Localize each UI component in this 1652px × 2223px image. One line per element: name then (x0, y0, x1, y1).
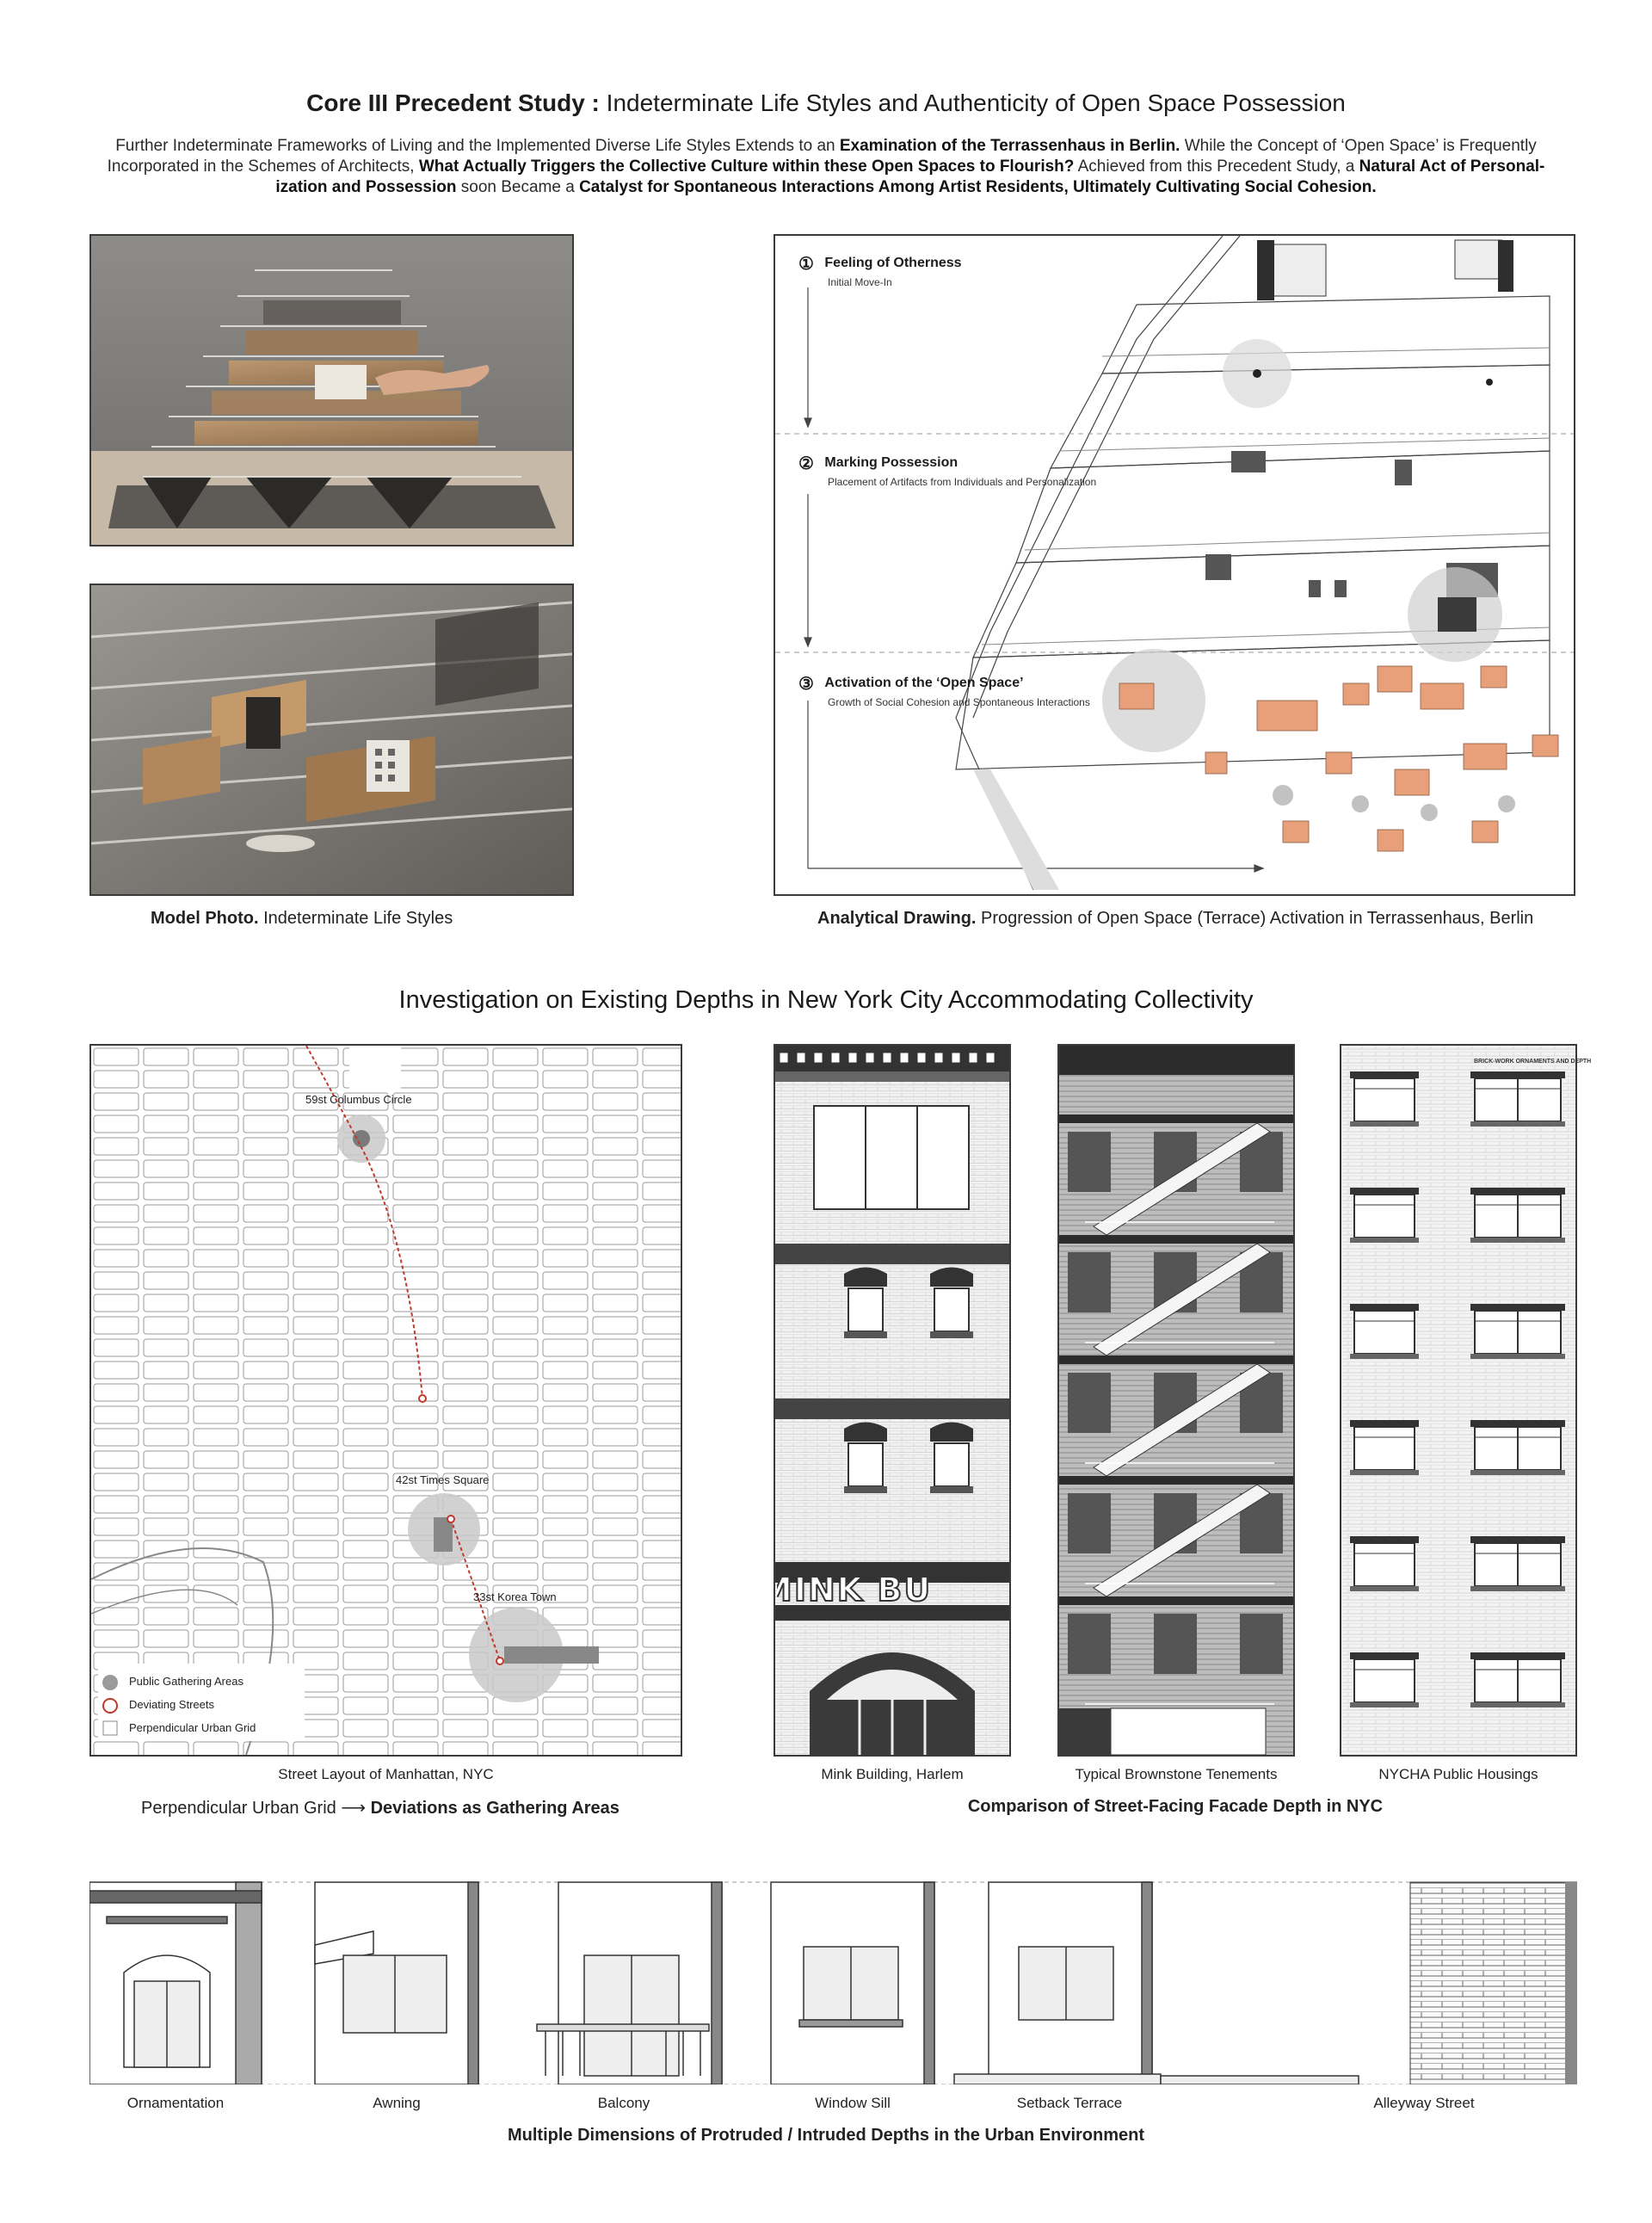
intro-text: Further Indeterminate Frameworks of Livi… (115, 137, 840, 155)
step-subtitle: Growth of Social Cohesion and Spontaneou… (828, 696, 1090, 708)
facade-brownstone-drawing (1059, 1046, 1293, 1755)
facade-mink (774, 1044, 1011, 1757)
terrace-drawing (775, 236, 1574, 891)
model-photo-2-illustration (91, 585, 572, 894)
depth-label-setback-terrace: Setback Terrace (1016, 2095, 1123, 2111)
page-title: Core III Precedent Study : Indeterminate… (0, 90, 1652, 117)
step-2: ② Marking Possession Placement of Artifa… (798, 453, 1096, 490)
model-caption-text: Indeterminate Life Styles (258, 909, 453, 928)
facade-caption-mink: Mink Building, Harlem (821, 1766, 964, 1782)
model-photo-1 (89, 234, 574, 546)
step-1: ① Feeling of Otherness Initial Move-In (798, 253, 962, 290)
mink-sign-text: MINK BU (777, 1572, 933, 1607)
depth-label-alleyway: Alleyway Street (1373, 2095, 1475, 2111)
facade-comparison-caption: Comparison of Street-Facing Facade Depth… (967, 1797, 1384, 1816)
analysis-caption-bold: Analytical Drawing. (817, 909, 977, 928)
facade-nycha (1340, 1044, 1577, 1757)
facade-nycha-drawing (1341, 1046, 1575, 1755)
section-title: Investigation on Existing Depths in New … (398, 986, 1254, 1014)
model-caption-bold: Model Photo. (151, 909, 259, 928)
depth-label-awning: Awning (373, 2095, 421, 2111)
step-number: ② (798, 454, 814, 473)
step-title: Marking Possession (824, 455, 959, 470)
map-caption: Street Layout of Manhattan, NYC (278, 1766, 494, 1782)
depth-strip-drawing (89, 1881, 1578, 2085)
title-rest: Indeterminate Life Styles and Authentici… (599, 90, 1346, 116)
depth-label-ornamentation: Ornamentation (126, 2095, 225, 2111)
depth-label-balcony: Balcony (597, 2095, 650, 2111)
map-label-columbus: 59st Columbus Circle (305, 1093, 412, 1106)
model-photo-1-illustration (91, 236, 572, 545)
analytical-drawing (774, 234, 1575, 896)
model-caption: Model Photo. Indeterminate Life Styles (151, 909, 453, 929)
step-number: ① (798, 255, 814, 274)
intro-text: Incorporated in the Schemes of Architect… (107, 157, 419, 176)
intro-text: soon Became a (456, 178, 580, 196)
intro-paragraph: Further Indeterminate Frameworks of Livi… (83, 136, 1569, 198)
step-subtitle: Initial Move-In (828, 276, 892, 288)
legend-gathering: Public Gathering Areas (129, 1675, 243, 1688)
model-photo-2 (89, 584, 574, 896)
step-subtitle: Placement of Artifacts from Individuals … (828, 476, 1097, 488)
depth-strip (89, 1878, 1578, 2085)
intro-bold: Examination of the Terrassenhaus in Berl… (839, 137, 1180, 155)
depth-label-window-sill: Window Sill (815, 2095, 891, 2111)
title-bold: Core III Precedent Study : (306, 90, 600, 116)
step-title: Feeling of Otherness (824, 256, 962, 270)
map-label-times: 42st Times Square (396, 1473, 490, 1486)
map-subcaption-bold: Deviations as Gathering Areas (370, 1799, 620, 1818)
map-label-korea: 33st Korea Town (473, 1590, 557, 1603)
intro-text: Achieved from this Precedent Study, a (1074, 157, 1359, 176)
intro-text: While the Concept of ‘Open Space’ is Fre… (1180, 137, 1537, 155)
legend-deviating: Deviating Streets (129, 1698, 214, 1711)
facade-caption-nycha: NYCHA Public Housings (1378, 1766, 1538, 1782)
step-title: Activation of the ‘Open Space’ (824, 676, 1024, 690)
intro-bold: What Actually Triggers the Collective Cu… (418, 157, 1075, 176)
facade-caption-brownstone: Typical Brownstone Tenements (1075, 1766, 1278, 1782)
step-number: ③ (798, 675, 814, 694)
map-subcaption: Perpendicular Urban Grid ⟶ Deviations as… (141, 1797, 620, 1819)
intro-bold: ization and Possession (275, 178, 457, 196)
depth-caption: Multiple Dimensions of Protruded / Intru… (507, 2126, 1145, 2145)
manhattan-map (89, 1044, 682, 1757)
step-3: ③ Activation of the ‘Open Space’ Growth … (798, 673, 1090, 710)
legend-grid: Perpendicular Urban Grid (129, 1721, 256, 1734)
map-subcaption-text: Perpendicular Urban Grid ⟶ (141, 1799, 371, 1818)
facade-mink-drawing (775, 1046, 1009, 1755)
nycha-note: BRICK-WORK ORNAMENTS AND DEPTH (1474, 1059, 1592, 1065)
analysis-caption-text: Progression of Open Space (Terrace) Acti… (976, 909, 1534, 928)
intro-bold: Natural Act of Personal- (1359, 157, 1545, 176)
analysis-caption: Analytical Drawing. Progression of Open … (817, 909, 1533, 929)
facade-brownstone (1057, 1044, 1295, 1757)
street-grid (91, 1046, 681, 1755)
mink-sign: MINK BU (777, 1572, 1008, 1607)
intro-bold: Catalyst for Spontaneous Interactions Am… (579, 178, 1377, 196)
